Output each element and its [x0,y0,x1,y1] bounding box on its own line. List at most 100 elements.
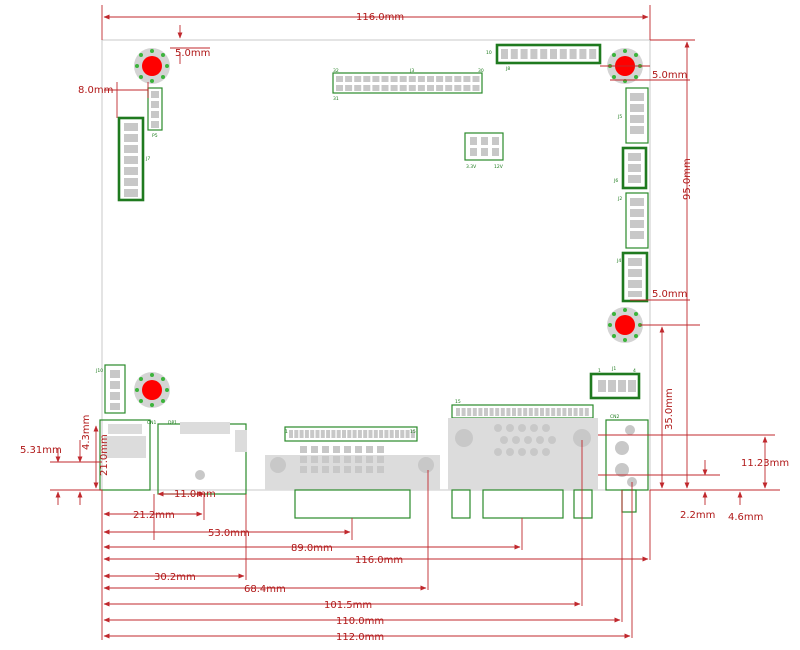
dvi-pad [331,430,336,438]
vga-pin [524,436,532,444]
dvi-pin [333,456,340,463]
header-pad [454,85,462,91]
header-pad [345,76,353,82]
dvi-pin [377,456,384,463]
vga-connector: 15 [448,399,598,519]
header-pad [417,76,425,82]
vga-pad [512,408,516,416]
dvi-pin [355,466,362,473]
dvi-pad [320,430,325,438]
dvi-pin [377,446,384,453]
connector-j1-pin4: 4 [633,368,636,374]
dvi-pin [300,456,307,463]
header-j3: 32 30 31 J3 [332,68,484,102]
vga-pin [500,436,508,444]
vga-pad [528,408,533,416]
connector-j2-ref: J2 [617,196,622,202]
mounting-hole-mid-right [607,307,643,343]
header-j3-pin32-label: 32 [333,68,339,74]
vga-pin15: 15 [455,399,461,405]
header-pad [427,76,434,82]
header-pad [427,85,434,91]
jumper-voltage-select: 3.3V 12V [464,132,504,170]
header-pad [454,76,462,82]
connector-j2: J2 [617,192,649,249]
dvi-pad [363,430,368,438]
connector-pad [124,123,138,131]
displayport-ref: DP1 [168,420,177,426]
connector-pad [569,49,577,59]
header-pad [463,85,471,91]
header-pad [372,76,380,82]
connector-pad [550,49,557,59]
vga-pin [530,424,538,432]
dim-bottom-1015: 101.5mm [324,600,372,611]
dvi-pin [300,466,307,473]
vga-pad [472,408,477,416]
dvi-pad [289,430,293,438]
header-pad [381,85,389,91]
connector-j6: J6 [613,146,648,190]
vga-pin [548,436,556,444]
header-j3-pin31-label: 31 [333,96,339,102]
dvi-pad [410,430,415,438]
dim-left-210: 21.0mm [99,434,110,476]
dimension-lines [50,5,780,640]
dim-bottom-890: 89.0mm [291,543,333,554]
dim-right-1123: 11.23mm [741,458,789,469]
header-pad [390,85,398,91]
vga-pad [489,408,494,416]
vga-pad [456,408,460,416]
connector-p5: P5 [147,87,163,139]
connector-pad [520,49,528,59]
dvi-pad [405,430,410,438]
connector-pad [530,49,538,59]
dvi-pad [400,430,405,438]
dvi-pin [311,446,318,453]
connector-j7-ref: J7 [145,156,150,162]
vga-pin [518,424,526,432]
dvi-pin [333,466,340,473]
dvi-pad [336,430,341,438]
vga-pad [517,408,522,416]
header-pad [354,85,362,91]
connector-pad [124,134,138,142]
dim-left-43: 4.3mm [81,415,92,450]
dim-right-height: 95.0mm [682,158,693,200]
dvi-pin [311,466,318,473]
dvi-pin [300,446,307,453]
vga-pad [573,408,578,416]
dvi-pin [344,456,351,463]
vga-pin [542,424,550,432]
header-pad [436,85,444,91]
vga-pin [518,448,526,456]
dim-bottom-530: 53.0mm [208,528,250,539]
dvi-pad [310,430,315,438]
vga-pin [512,436,520,444]
header-pad [336,85,343,91]
connector-pad [124,156,138,164]
dvi-pad [315,430,320,438]
dvi-pin [344,466,351,473]
connector-j1: 1 4 J1 [589,366,641,400]
vga-pad [568,408,572,416]
dim-bottom-1160: 116.0mm [355,555,403,566]
displayport-dp1: DP1 [157,420,247,495]
dim-hole-mid-right: 5.0mm [652,289,687,300]
dim-bottom-684: 68.4mm [244,584,286,595]
header-pad [472,76,480,82]
vga-pin [536,436,544,444]
power-jack: CN1 [99,419,157,491]
header-j3-ref: J3 [409,68,414,74]
vga-pad [584,408,589,416]
dim-right-46: 4.6mm [728,512,763,523]
connector-j4: J4 [616,251,649,303]
header-pad [399,76,407,82]
header-pad [372,85,380,91]
dvi-pad [384,430,389,438]
dim-bottom-1100: 110.0mm [336,616,384,627]
dvi-pad [368,430,373,438]
connector-j4-ref: J4 [616,258,621,264]
connector-pad [124,189,138,197]
